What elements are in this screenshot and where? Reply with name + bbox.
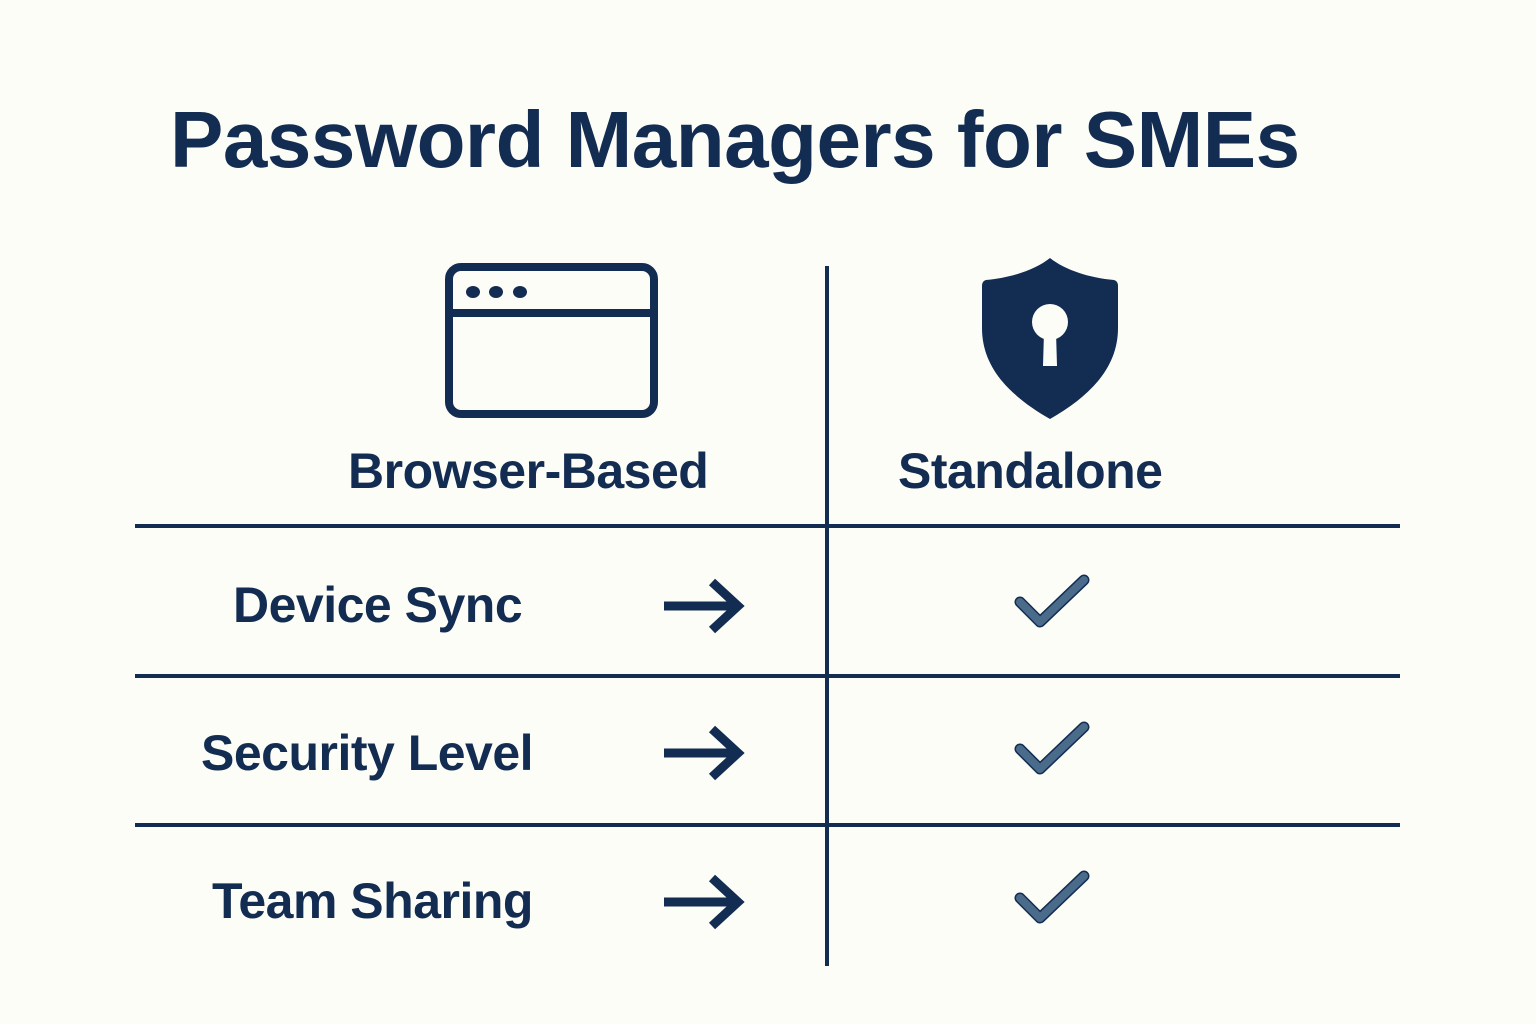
row-divider <box>135 674 1400 678</box>
column-header-browser-based: Browser-Based <box>348 443 709 499</box>
column-divider <box>825 266 829 966</box>
row-label-device-sync: Device Sync <box>233 577 523 633</box>
checkmark-icon <box>1012 572 1092 637</box>
row-label-team-sharing: Team Sharing <box>212 873 533 929</box>
shield-keyhole-icon <box>980 256 1120 426</box>
row-divider <box>135 823 1400 827</box>
page-title: Password Managers for SMEs <box>170 95 1300 184</box>
checkmark-icon <box>1012 719 1092 784</box>
row-divider <box>135 524 1400 528</box>
row-label-security-level: Security Level <box>201 725 534 781</box>
arrow-right-icon <box>662 578 746 639</box>
browser-window-icon <box>445 263 658 423</box>
column-header-standalone: Standalone <box>898 443 1163 499</box>
checkmark-icon <box>1012 868 1092 933</box>
arrow-right-icon <box>662 874 746 935</box>
arrow-right-icon <box>662 725 746 786</box>
